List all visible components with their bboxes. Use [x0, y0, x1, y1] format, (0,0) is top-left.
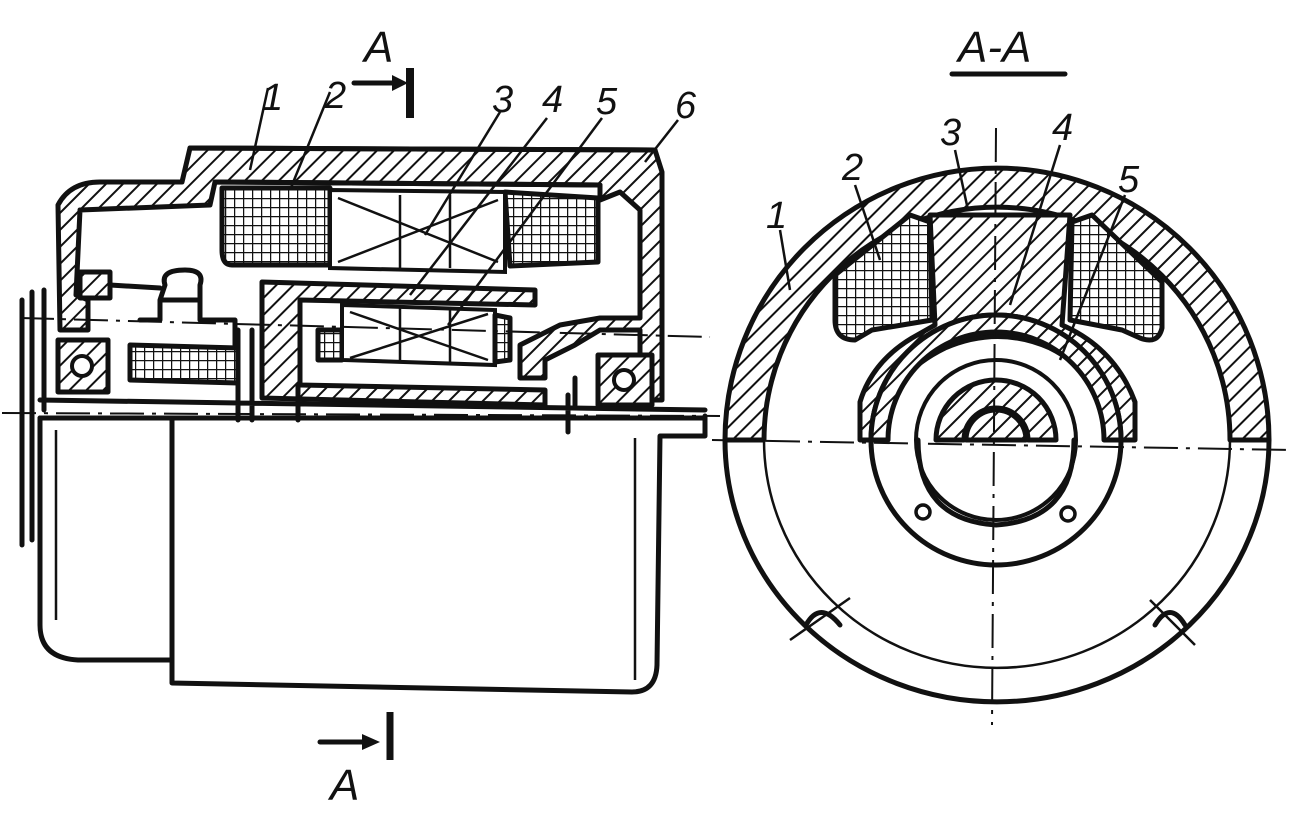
- side-section-view: [1, 145, 721, 695]
- bearing-right: [595, 352, 655, 408]
- rotor-winding-right: [492, 312, 513, 365]
- shaft-axis: [1, 412, 721, 417]
- right-labels: 1 2 3 4 5: [766, 107, 1140, 237]
- label-right-5: 5: [1118, 159, 1140, 201]
- housing-ring-lower-inner: [762, 439, 1232, 670]
- field-coil-right: [1067, 212, 1165, 343]
- rotor-core-shading: [349, 308, 489, 362]
- shaft: [37, 327, 708, 435]
- label-right-4: 4: [1052, 107, 1073, 149]
- label-left-6: 6: [675, 85, 697, 127]
- horizontal-axis: [711, 439, 1291, 451]
- section-mark-top: A: [361, 23, 393, 72]
- mount-leaders: [789, 596, 1196, 646]
- housing-inner-line: [212, 179, 603, 188]
- label-right-3: 3: [940, 112, 961, 154]
- label-left-1: 1: [262, 77, 283, 119]
- vertical-axis: [991, 127, 997, 726]
- label-left-4: 4: [542, 79, 563, 121]
- housing-ring-lower: [722, 437, 1272, 705]
- brush-axis: [19, 317, 711, 338]
- label-left-3: 3: [492, 79, 513, 121]
- stator-coil-left: [219, 185, 333, 268]
- left-leaders: [248, 87, 679, 326]
- lower-housing-inner: [54, 430, 637, 680]
- bearing-cap: [915, 437, 1077, 528]
- brush-spring: [77, 269, 113, 301]
- right-leaders: [778, 144, 1127, 361]
- field-coil-left: [832, 212, 935, 343]
- brush-rod: [107, 282, 163, 291]
- mount-boss-right: [1152, 610, 1188, 628]
- cross-section-view: A-A: [711, 23, 1291, 726]
- mount-boss-left: [803, 610, 843, 628]
- label-left-2: 2: [324, 75, 346, 117]
- label-right-2: 2: [841, 147, 863, 189]
- rotor-winding-left: [315, 327, 345, 363]
- housing-end-shield: [55, 145, 665, 403]
- left-flange: [19, 287, 47, 548]
- stator-coil-right: [502, 189, 601, 269]
- bolt-hole-right: [1059, 505, 1077, 523]
- commutator: [127, 342, 241, 386]
- view-title: A-A: [955, 23, 1031, 72]
- bearing-left: [55, 337, 111, 395]
- rotor-band: [868, 312, 1124, 443]
- section-mark-bottom: A: [327, 761, 359, 810]
- housing-top-edge: [187, 145, 658, 153]
- label-right-1: 1: [766, 195, 787, 237]
- left-labels: 1 2 3 4 5 6: [262, 75, 697, 127]
- stator-core-shading: [337, 195, 499, 268]
- label-left-5: 5: [596, 81, 618, 123]
- shaft-centre: [963, 407, 1029, 443]
- lower-housing-outline: [37, 413, 708, 695]
- brush-holder: [137, 267, 238, 348]
- section-arrow-bottom: A: [317, 712, 394, 810]
- bolt-hole-left: [914, 503, 932, 521]
- section-arrow-top: A: [351, 23, 414, 118]
